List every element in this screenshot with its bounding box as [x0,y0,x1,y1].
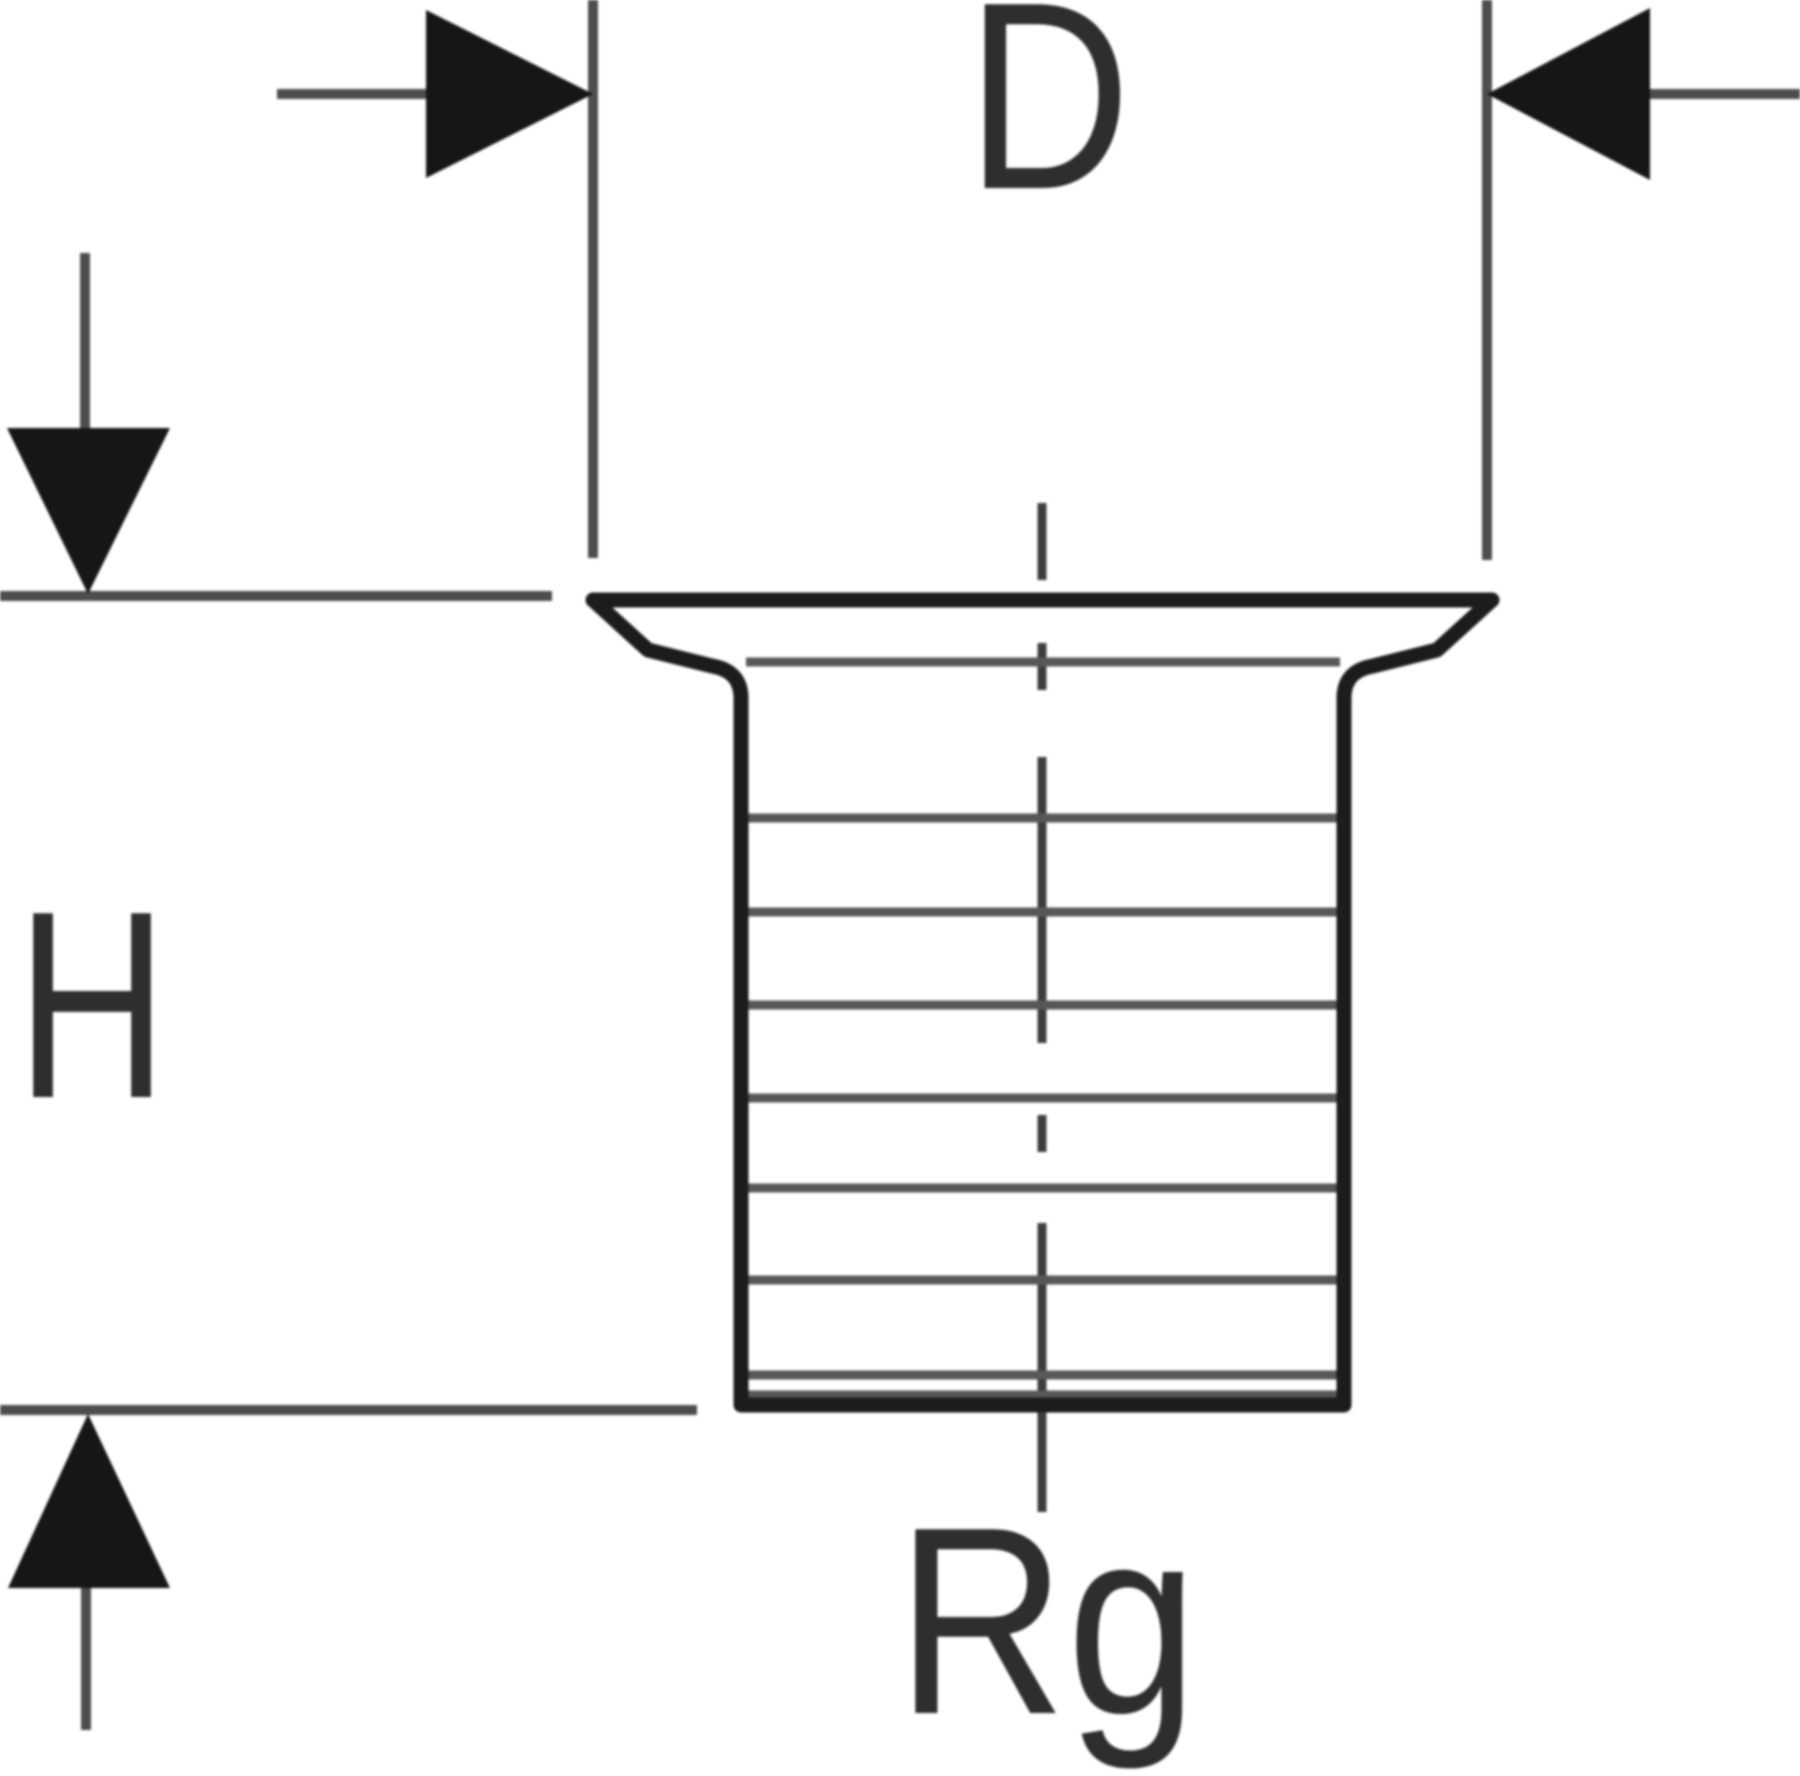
arrowhead-h-bottom-icon [8,1414,170,1588]
fitting-outline [585,592,1500,1413]
fitting-body-profile [585,592,1500,1413]
thread-label: Rg [896,1471,1198,1771]
diameter-label: D [966,0,1131,245]
thread-detail-lines [746,657,1340,1398]
arrowhead-d-left-icon [426,10,593,178]
arrowhead-d-right-icon [1487,8,1650,180]
dimension-arrowheads [7,8,1650,1588]
dimension-lines [0,0,1800,1730]
height-label: H [16,855,168,1154]
dimension-labels: D H Rg [16,0,1198,1771]
arrowhead-h-top-icon [7,428,170,594]
